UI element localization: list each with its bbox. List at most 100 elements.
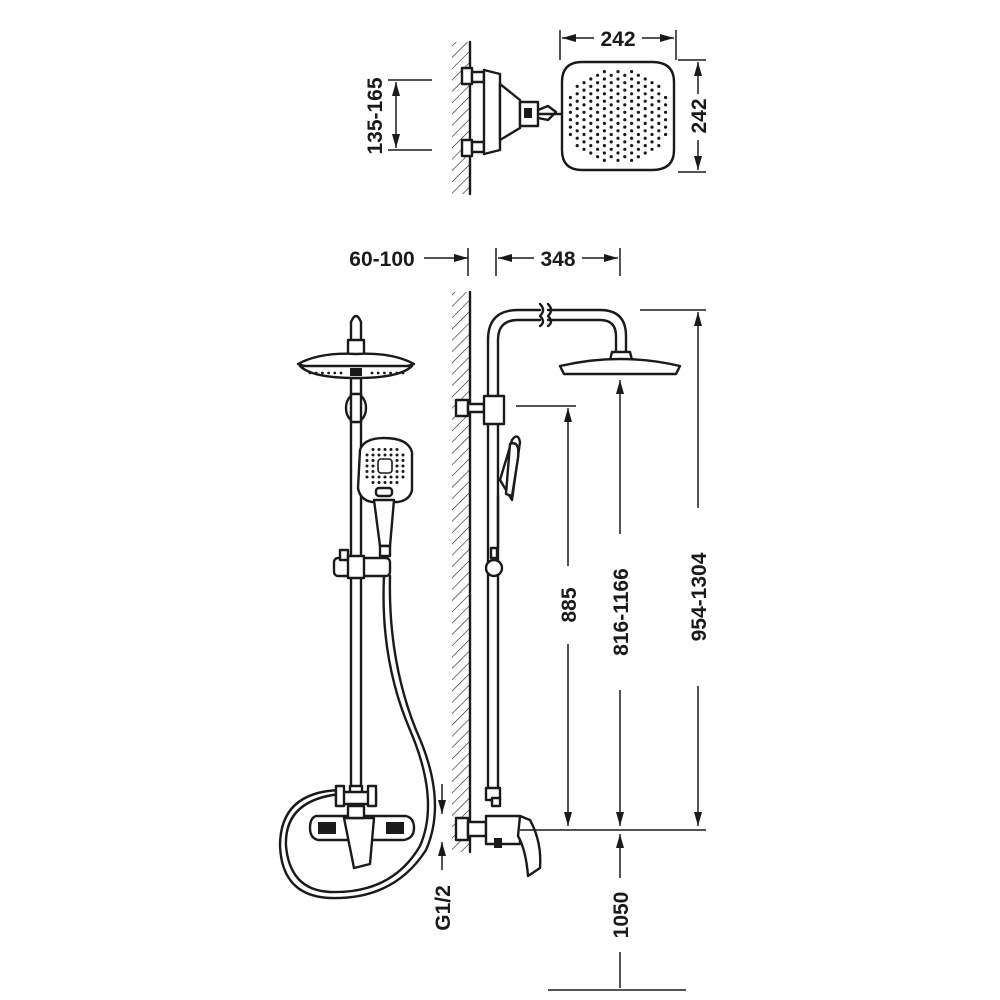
nozzle-dot [650, 95, 654, 100]
nozzle-dot [575, 121, 579, 125]
nozzle-dot [650, 125, 654, 129]
nozzle-dot [371, 448, 375, 451]
nozzle-dot [609, 110, 613, 114]
nozzle-dot [643, 114, 647, 118]
nozzle-dot [308, 371, 312, 375]
nozzle-dot [609, 95, 613, 100]
nozzle-dot [575, 144, 579, 148]
nozzle-dot [575, 129, 579, 133]
thread-label: G1/2 [432, 885, 455, 931]
nozzle-dot [377, 481, 381, 484]
nozzle-dot [568, 132, 573, 137]
nozzle-dot [623, 88, 627, 92]
nozzle-dot [657, 99, 661, 103]
nozzle-dot [596, 95, 600, 100]
nozzle-dot [609, 132, 613, 137]
nozzle-dot [636, 110, 641, 114]
lower-fitting-side [484, 786, 502, 808]
nozzle-dot [582, 88, 586, 92]
nozzle-dot [395, 475, 399, 479]
nozzle-dot [575, 114, 579, 118]
nozzle-dot [657, 107, 661, 111]
nozzle-dot [596, 118, 600, 122]
riser-pipe-side [486, 302, 628, 792]
nozzle-dot [636, 118, 641, 122]
nozzle-dot [616, 151, 620, 155]
nozzle-dot [657, 92, 661, 96]
nozzle-dot [602, 121, 607, 125]
wall-offset-label: 60-100 [349, 248, 414, 271]
nozzle-dot [616, 84, 620, 88]
nozzle-dot [383, 475, 387, 479]
nozzle-dot [395, 464, 399, 468]
handshower-center-ring [377, 458, 393, 474]
nozzle-dot [636, 73, 641, 77]
nozzle-dot [383, 481, 387, 484]
nozzle-dot [568, 110, 573, 114]
nozzle-dot [401, 464, 405, 468]
nozzle-dot [602, 92, 607, 96]
rain-head-nozzles [568, 70, 668, 162]
arm-length-label: 348 [540, 248, 575, 271]
nozzle-dot [609, 147, 613, 151]
nozzle-dot [582, 147, 586, 151]
nozzle-dot [630, 77, 634, 81]
wall-side-view [452, 292, 470, 852]
nozzle-dot [596, 155, 600, 159]
rain-head-front [296, 352, 416, 380]
nozzle-dot [371, 453, 375, 457]
nozzle-dot [664, 95, 668, 100]
nozzle-dot [602, 99, 607, 103]
nozzle-dot [602, 70, 607, 74]
mixer-top-view [460, 66, 564, 158]
nozzle-dot [371, 470, 375, 473]
nozzle-dot [643, 99, 647, 103]
nozzle-dot [643, 151, 647, 155]
dim-head-width: 242 [559, 28, 677, 60]
nozzle-dot [582, 132, 586, 137]
nozzle-dot [623, 132, 627, 137]
nozzle-dot [377, 475, 381, 479]
nozzle-dot [582, 118, 586, 122]
nozzle-dot [589, 121, 593, 125]
nozzle-dot [636, 88, 641, 92]
dim-total-height: 954-1304 [640, 309, 711, 826]
nozzle-dot [602, 144, 607, 148]
rain-head-side [558, 350, 682, 376]
top-view: 242 242 135-165 [364, 28, 711, 196]
nozzle-dot [589, 144, 593, 148]
nozzle-dot [582, 110, 586, 114]
nozzle-dot [383, 448, 387, 451]
nozzle-dot [575, 107, 579, 111]
nozzle-dot [630, 136, 634, 140]
nozzle-dot [596, 73, 600, 77]
nozzle-dot [609, 118, 613, 122]
dim-head-height: 816-1166 [610, 380, 633, 826]
nozzle-dot [623, 140, 627, 144]
nozzle-dot [389, 448, 393, 451]
nozzle-dot [636, 132, 641, 137]
nozzle-dot [602, 151, 607, 155]
nozzle-dot [395, 470, 399, 473]
nozzle-dot [589, 92, 593, 96]
dim-handset-height: 885 [516, 405, 581, 826]
nozzle-dot [636, 81, 641, 85]
nozzle-dot [664, 125, 668, 129]
nozzle-dot [657, 136, 661, 140]
nozzle-dot [630, 158, 634, 162]
nozzle-dot [395, 453, 399, 457]
nozzle-dot [623, 110, 627, 114]
nozzle-dot [650, 110, 654, 114]
nozzle-dot [623, 118, 627, 122]
nozzle-dot [630, 121, 634, 125]
nozzle-dot [602, 158, 607, 162]
shower-hose-front [278, 574, 437, 900]
nozzle-dot [657, 129, 661, 133]
nozzle-dot [596, 140, 600, 144]
front-view [278, 314, 437, 900]
nozzle-dot [636, 155, 641, 159]
head-depth-label: 242 [688, 98, 711, 133]
side-view: 60-100 348 885 816-1166 [349, 248, 711, 991]
nozzle-dot [383, 371, 386, 375]
handshower-side [496, 435, 522, 550]
